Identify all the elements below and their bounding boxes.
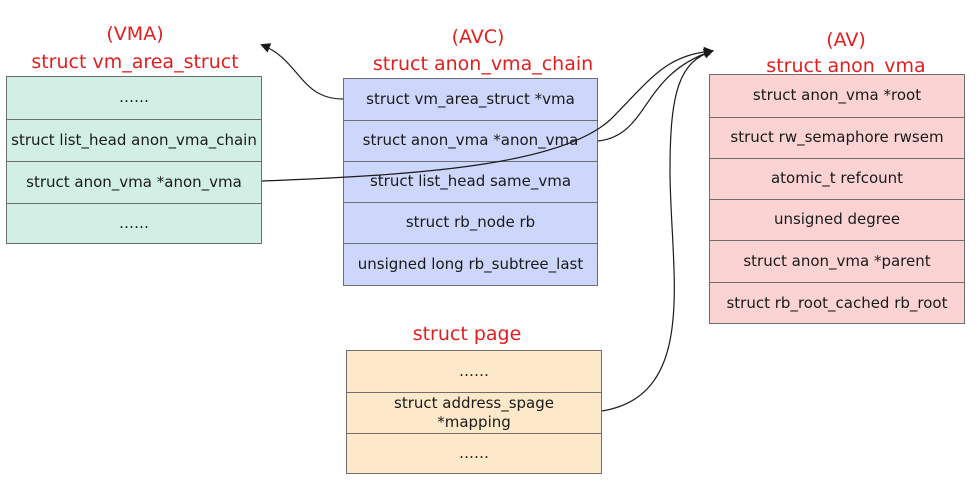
arrow-page-mapping-to-av	[601, 48, 714, 412]
avc-field-same-vma: struct list_head same_vma	[344, 161, 597, 202]
avc-abbr: (AVC)	[451, 26, 505, 48]
vma-title: struct vm_area_struct	[31, 51, 239, 73]
vma-abbr: (VMA)	[106, 23, 164, 45]
avc-field-vma: struct vm_area_struct *vma	[366, 89, 575, 108]
av-field-degree: unsigned degree	[710, 199, 964, 240]
av-field-root: struct anon_vma *root	[752, 86, 922, 105]
page-struct-box: …… struct address_spage *mapping ……	[346, 350, 602, 474]
vma-field-anon-vma-chain: struct list_head anon_vma_chain	[7, 119, 261, 161]
avc-title: struct anon_vma_chain	[372, 53, 594, 75]
page-field-ellipsis-top: ……	[459, 361, 489, 380]
arrow-avc-vma-to-vma	[260, 43, 344, 100]
av-struct-box: struct anon_vma *root struct rw_semaphor…	[709, 74, 965, 324]
vma-struct-box: …… struct list_head anon_vma_chain struc…	[6, 76, 262, 244]
av-abbr: (AV)	[826, 29, 866, 51]
av-title: struct anon_vma	[766, 55, 926, 77]
avc-field-rb: struct rb_node rb	[344, 202, 597, 243]
vma-field-ellipsis-top: ……	[119, 88, 149, 107]
av-field-rwsem: struct rw_semaphore rwsem	[710, 117, 964, 158]
av-field-parent: struct anon_vma *parent	[710, 240, 964, 282]
avc-field-rb-subtree-last: unsigned long rb_subtree_last	[344, 243, 597, 286]
page-field-ellipsis-bottom: ……	[347, 433, 601, 474]
avc-field-anon-vma: struct anon_vma *anon_vma	[344, 120, 597, 161]
page-field-mapping: struct address_spage *mapping	[347, 392, 601, 433]
vma-field-anon-vma: struct anon_vma *anon_vma	[7, 161, 261, 203]
vma-field-ellipsis-bottom: ……	[7, 203, 261, 244]
avc-struct-box: struct vm_area_struct *vma struct anon_v…	[343, 78, 598, 286]
page-title: struct page	[412, 323, 522, 345]
av-field-rb-root: struct rb_root_cached rb_root	[710, 282, 964, 324]
av-field-refcount: atomic_t refcount	[710, 158, 964, 199]
arrow-avc-anon-vma-to-av	[597, 48, 714, 142]
